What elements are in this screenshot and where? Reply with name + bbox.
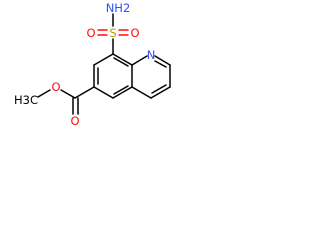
bond-c8a-n1 bbox=[131, 55, 148, 66]
bond-c4-c4a bbox=[131, 86, 152, 99]
bond-c6-c5 bbox=[93, 86, 114, 99]
bond-n1-c2 bbox=[154, 55, 171, 66]
molecule-structure: NH2 S O O N O O H3C bbox=[14, 1, 171, 128]
oxygen-left-label: O bbox=[86, 26, 95, 40]
sulfur-label: S bbox=[109, 26, 116, 40]
ring-nitrogen-label: N bbox=[147, 48, 156, 62]
double-bond-c8a-c8 bbox=[113, 57, 129, 67]
sulfonamide-group bbox=[97, 13, 129, 55]
ester-group bbox=[37, 86, 95, 115]
ester-oxygen-label: O bbox=[51, 80, 60, 94]
carbonyl-oxygen-label: O bbox=[70, 114, 79, 128]
bond-c5-c4a bbox=[112, 86, 133, 99]
bond-ccarbonyl-o-ester bbox=[60, 89, 76, 99]
bond-c8-c7 bbox=[93, 53, 114, 66]
oxygen-right-label: O bbox=[130, 26, 139, 40]
pyridine-ring bbox=[131, 55, 171, 99]
double-bond-c3-c4 bbox=[151, 84, 167, 94]
methyl-label: H3C bbox=[14, 93, 38, 107]
bond-c6-ccarbonyl bbox=[74, 86, 95, 99]
bond-c3-c4 bbox=[150, 86, 171, 99]
bond-c8a-c8 bbox=[112, 53, 133, 66]
bond-o-ester-ch3 bbox=[37, 89, 51, 98]
double-bond-n1-c2 bbox=[154, 60, 167, 68]
double-bond-c5-c4a bbox=[113, 85, 129, 95]
nh2-label: NH2 bbox=[106, 1, 131, 15]
benzene-ring bbox=[93, 53, 133, 99]
